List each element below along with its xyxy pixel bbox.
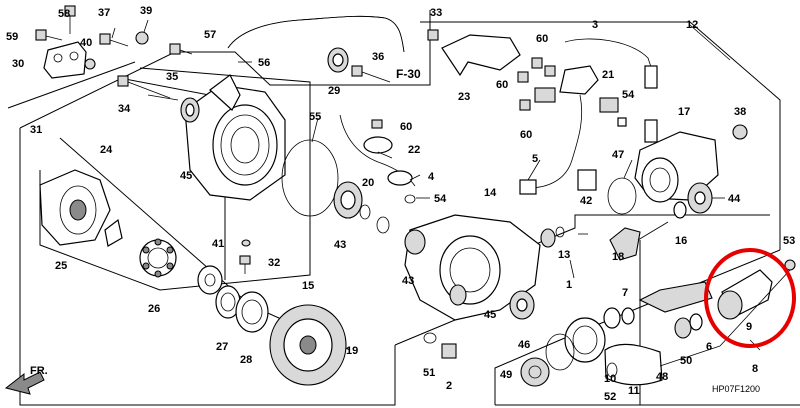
callout-50: 50	[680, 355, 692, 367]
callout-53: 53	[783, 235, 795, 247]
callout-35: 35	[166, 71, 178, 83]
callout-38: 38	[734, 106, 746, 118]
callout-32: 32	[268, 257, 280, 269]
callout-58: 58	[58, 8, 70, 20]
callout-41: 41	[212, 238, 224, 250]
highlight-circle	[704, 248, 796, 348]
callout-37: 37	[98, 7, 110, 19]
callout-24: 24	[100, 144, 113, 156]
callout-51: 51	[423, 367, 435, 379]
front-direction-label: FR.	[30, 365, 48, 377]
callout-23: 23	[458, 91, 470, 103]
callout-36: 36	[372, 51, 384, 63]
callout-49: 49	[500, 369, 512, 381]
callout-1: 1	[566, 279, 572, 291]
callout-54-a: 54	[622, 89, 635, 101]
callout-labels: 58 37 39 59 40 30 34 35 57 56 36 29 33 3…	[6, 5, 795, 403]
callout-6: 6	[706, 341, 712, 353]
callout-33: 33	[430, 7, 442, 19]
reference-code: F-30	[396, 67, 421, 81]
callout-60-d: 60	[400, 121, 412, 133]
callout-54-b: 54	[434, 193, 447, 205]
callout-13: 13	[558, 249, 570, 261]
callout-40: 40	[80, 37, 92, 49]
callout-8: 8	[752, 363, 758, 375]
callout-16: 16	[675, 235, 687, 247]
parts-artwork	[4, 5, 796, 395]
callout-43-a: 43	[334, 239, 346, 251]
callout-5: 5	[532, 153, 538, 165]
callout-46: 46	[518, 339, 530, 351]
callout-17: 17	[678, 106, 690, 118]
callout-22: 22	[408, 144, 420, 156]
callout-3: 3	[592, 19, 598, 31]
callout-30: 30	[12, 58, 24, 70]
callout-52: 52	[604, 391, 616, 403]
callout-18: 18	[612, 251, 624, 263]
callout-57: 57	[204, 29, 216, 41]
callout-15: 15	[302, 280, 314, 292]
callout-59: 59	[6, 31, 18, 43]
callout-9: 9	[746, 321, 752, 333]
figure-code: HP07F1200	[712, 384, 760, 394]
callout-42: 42	[580, 195, 592, 207]
callout-20: 20	[362, 177, 374, 189]
callout-60-a: 60	[536, 33, 548, 45]
callout-29: 29	[328, 85, 340, 97]
callout-47: 47	[612, 149, 624, 161]
callout-12: 12	[686, 19, 698, 31]
callout-39: 39	[140, 5, 152, 17]
callout-45-b: 45	[484, 309, 496, 321]
callout-26: 26	[148, 303, 160, 315]
callout-2: 2	[446, 380, 452, 392]
callout-43-b: 43	[402, 275, 414, 287]
callout-11: 11	[628, 385, 640, 397]
callout-60-b: 60	[496, 79, 508, 91]
callout-19: 19	[346, 345, 358, 357]
callout-25: 25	[55, 260, 67, 272]
callout-7: 7	[622, 287, 628, 299]
callout-60-c: 60	[520, 129, 532, 141]
callout-21: 21	[602, 69, 614, 81]
callout-44: 44	[728, 193, 741, 205]
callout-48: 48	[656, 371, 668, 383]
callout-34: 34	[118, 103, 131, 115]
callout-45-a: 45	[180, 170, 192, 182]
callout-55: 55	[309, 111, 321, 123]
callout-4: 4	[428, 171, 435, 183]
callout-10: 10	[604, 373, 616, 385]
callout-14: 14	[484, 187, 497, 199]
callout-27: 27	[216, 341, 228, 353]
callout-56: 56	[258, 57, 270, 69]
callout-28: 28	[240, 354, 252, 366]
callout-31: 31	[30, 124, 42, 136]
